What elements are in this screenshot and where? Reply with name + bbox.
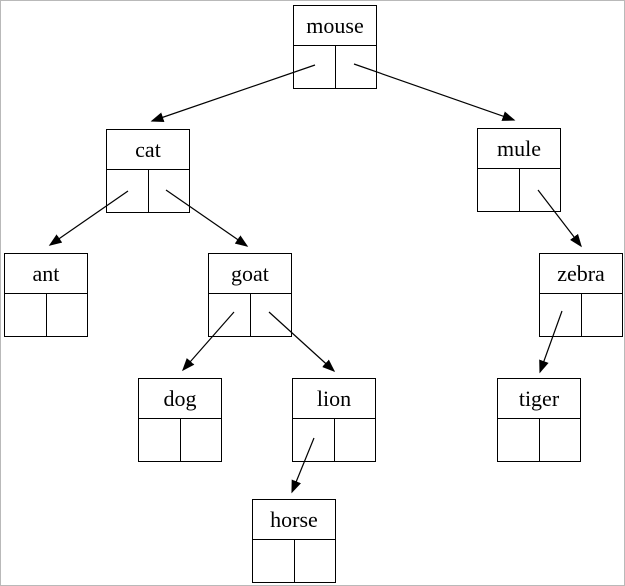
node-cat: cat: [106, 129, 190, 213]
left-pointer-cell: [139, 419, 181, 461]
node-label: cat: [107, 130, 189, 170]
pointer-cells: [107, 170, 189, 212]
node-tiger: tiger: [497, 378, 581, 462]
node-label: goat: [209, 254, 291, 294]
pointer-cells: [209, 294, 291, 336]
right-pointer-cell: [335, 419, 376, 461]
left-pointer-cell: [5, 294, 47, 336]
right-pointer-cell: [47, 294, 88, 336]
node-label: ant: [5, 254, 87, 294]
right-pointer-cell: [540, 419, 581, 461]
node-goat: goat: [208, 253, 292, 337]
node-mouse: mouse: [293, 5, 377, 89]
node-mule: mule: [477, 128, 561, 212]
node-label: tiger: [498, 379, 580, 419]
left-pointer-cell: [478, 169, 520, 211]
node-lion: lion: [292, 378, 376, 462]
node-label: horse: [253, 500, 335, 540]
node-label: mouse: [294, 6, 376, 46]
left-pointer-cell: [293, 419, 335, 461]
node-dog: dog: [138, 378, 222, 462]
pointer-cells: [5, 294, 87, 336]
left-pointer-cell: [209, 294, 251, 336]
right-pointer-cell: [251, 294, 292, 336]
right-pointer-cell: [582, 294, 623, 336]
pointer-cells: [293, 419, 375, 461]
node-ant: ant: [4, 253, 88, 337]
node-label: zebra: [540, 254, 622, 294]
left-pointer-cell: [540, 294, 582, 336]
pointer-cells: [253, 540, 335, 582]
pointer-cells: [498, 419, 580, 461]
node-label: dog: [139, 379, 221, 419]
left-pointer-cell: [253, 540, 295, 582]
node-horse: horse: [252, 499, 336, 583]
node-zebra: zebra: [539, 253, 623, 337]
pointer-cells: [294, 46, 376, 88]
left-pointer-cell: [294, 46, 336, 88]
node-label: mule: [478, 129, 560, 169]
right-pointer-cell: [520, 169, 561, 211]
right-pointer-cell: [181, 419, 222, 461]
pointer-cells: [139, 419, 221, 461]
left-pointer-cell: [107, 170, 149, 212]
right-pointer-cell: [295, 540, 336, 582]
node-label: lion: [293, 379, 375, 419]
right-pointer-cell: [336, 46, 377, 88]
arrow-mouse-right-to-mule: [353, 63, 516, 121]
pointer-cells: [478, 169, 560, 211]
right-pointer-cell: [149, 170, 190, 212]
pointer-cells: [540, 294, 622, 336]
arrow-mouse-left-to-cat: [150, 64, 316, 122]
left-pointer-cell: [498, 419, 540, 461]
